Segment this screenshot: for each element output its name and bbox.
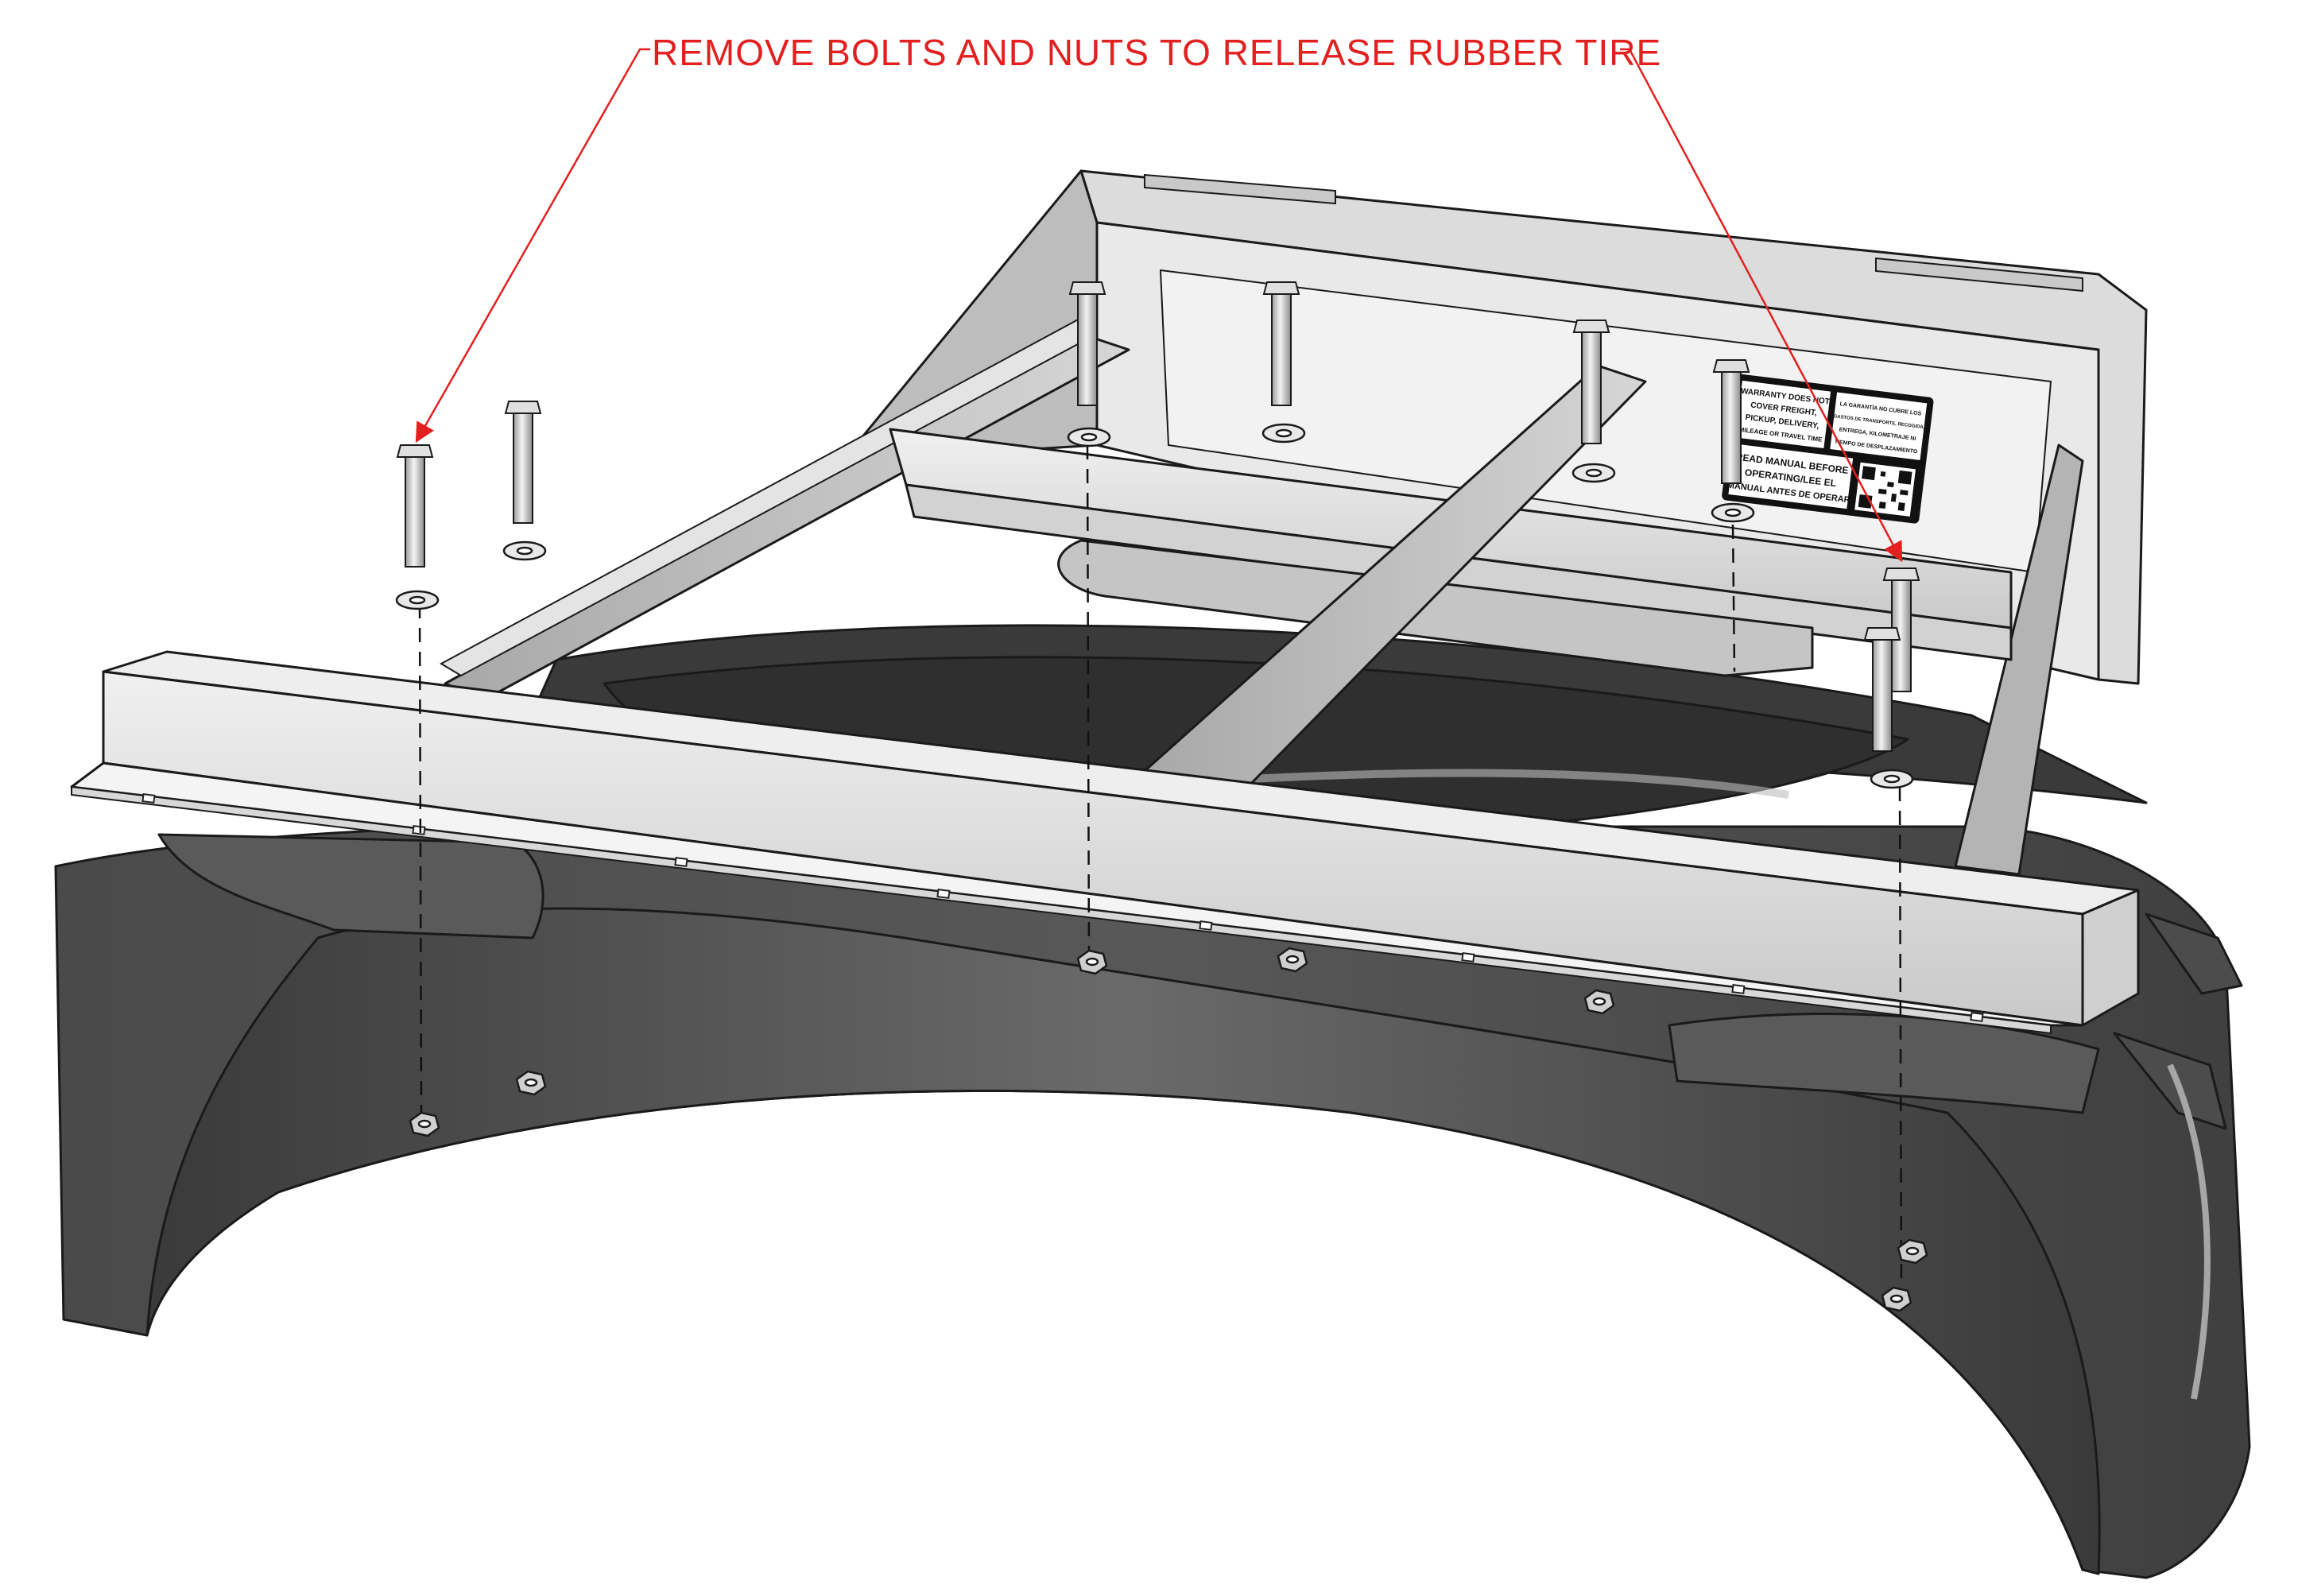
nut-icon — [1881, 1286, 1912, 1312]
steel-frame — [70, 169, 2148, 1035]
washer-icon — [395, 590, 440, 610]
alignment-lines — [418, 444, 1903, 1288]
bolt-icon — [1712, 359, 1750, 484]
callout-leader-left — [415, 48, 650, 444]
flange-holes — [141, 793, 1984, 1022]
nut-icon — [1277, 947, 1308, 973]
frame-front-flange-edge — [71, 785, 2052, 1035]
bolt-icon — [1863, 627, 1901, 752]
washer-icon — [1571, 463, 1616, 483]
decal-panel-left — [1735, 380, 1831, 449]
bolt-icon — [1262, 281, 1300, 406]
bolt-icon — [1572, 320, 1610, 444]
bolts — [396, 281, 1920, 752]
tire-tread-left — [157, 833, 544, 939]
bolt-icon — [396, 444, 434, 568]
washer-icon — [1711, 502, 1755, 523]
tire-tread-right — [1668, 1013, 2100, 1114]
washer-icon — [1261, 423, 1306, 444]
frame-front-rail-end — [2081, 889, 2140, 1027]
washer-icon — [1870, 769, 1914, 789]
washers — [395, 423, 1914, 789]
frame-top-tabs — [1144, 173, 2083, 292]
nut-icon — [1897, 1238, 1928, 1265]
nut-icon — [1076, 949, 1108, 975]
callout: REMOVE BOLTS AND NUTS TO RELEASE RUBBER … — [415, 32, 1903, 563]
frame-right-side-plate — [1954, 444, 2084, 876]
warranty-decal: WARRANTY DOES NOT COVER FREIGHT, PICKUP,… — [1722, 374, 1934, 524]
callout-label: REMOVE BOLTS AND NUTS TO RELEASE RUBBER … — [652, 32, 1661, 73]
nut-icon — [409, 1111, 440, 1137]
callout-leader-right — [1620, 48, 1903, 563]
bolt-icon — [504, 401, 542, 524]
washer-icon — [502, 540, 547, 561]
nut-icon — [515, 1070, 547, 1096]
decal-panel-bottom — [1728, 444, 1854, 509]
bolt-icon — [1068, 281, 1106, 406]
nut-icon — [1583, 989, 1615, 1015]
frame-mount-flange — [1057, 539, 1814, 677]
tire-side-highlight — [2167, 1063, 2211, 1400]
tire-end-lug-2 — [2113, 1032, 2227, 1130]
washer-icon — [1067, 427, 1111, 447]
tire-end-lug — [2145, 912, 2243, 995]
nuts — [409, 947, 1928, 1312]
decal-panel-right — [1830, 392, 1928, 460]
